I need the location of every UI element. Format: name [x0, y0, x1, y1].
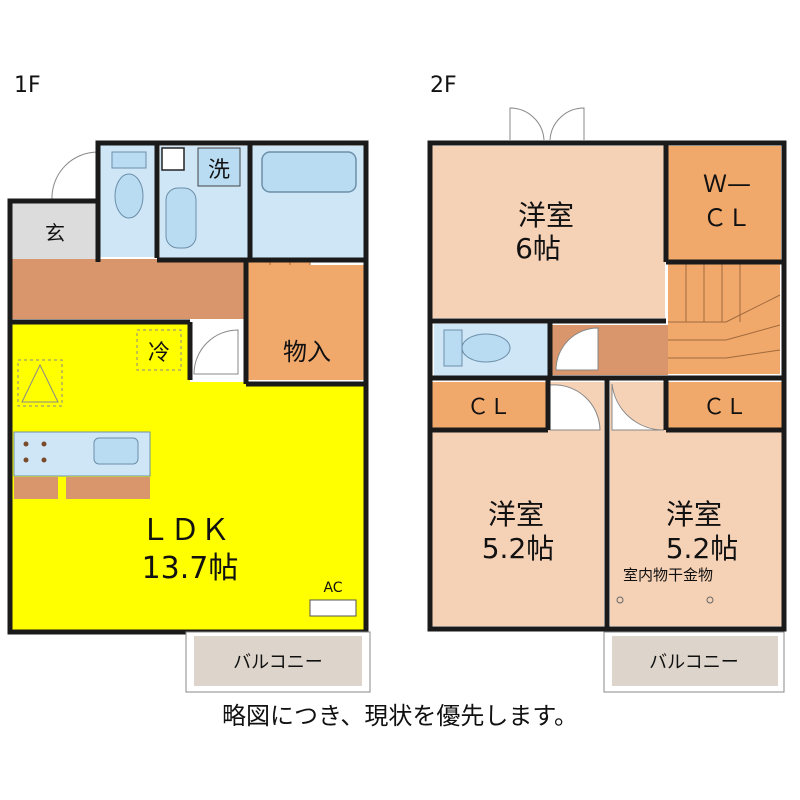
walk-in-closet [667, 146, 781, 260]
ldk-size-label: 13.7帖 [142, 551, 239, 586]
pipe-shaft [161, 147, 185, 171]
western-room-6-name: 洋室 [518, 199, 574, 232]
closet-left-label: ＣＬ [467, 395, 511, 420]
floor-label-1f: 1F [14, 73, 41, 98]
walk-in-closet-line1: Ｗ— [703, 170, 751, 198]
fridge-label: 冷 [148, 341, 170, 366]
balcony-1f [194, 636, 362, 686]
hallway-1f [12, 259, 248, 319]
western-room-right-door [611, 383, 665, 431]
storage-label: 物入 [283, 338, 331, 366]
toilet-icon [111, 151, 147, 219]
balcony-doors-2f [509, 107, 585, 141]
ldk-room [12, 322, 366, 630]
western-room-right-size: 5.2帖 [666, 532, 739, 565]
kitchen-shelf-right [66, 477, 150, 499]
entrance-door [51, 151, 99, 201]
floor-label-2f: 2F [430, 73, 457, 98]
stairs-2f [668, 262, 781, 374]
ac-label: AC [323, 580, 342, 596]
ldk-door-swing [193, 329, 239, 375]
western-room-6 [432, 146, 665, 318]
balcony-1f-label: バルコニー [233, 652, 323, 673]
kitchen-shelf-left [14, 477, 58, 499]
entrance-label: 玄 [45, 221, 65, 245]
western-room-left [432, 382, 604, 626]
western-room-left-door [549, 384, 601, 431]
washer-space [197, 147, 241, 187]
balcony-2f [612, 636, 778, 686]
laundry-label: 洗 [208, 158, 230, 183]
storage-closet [248, 265, 366, 380]
western-room-left-name: 洋室 [488, 498, 544, 531]
western-room-right [610, 382, 782, 626]
drying-hook-icon [616, 596, 624, 604]
closet-right [668, 382, 782, 428]
balcony-2f-label: バルコニー [649, 652, 739, 673]
ac-unit-icon [309, 599, 357, 617]
toilet-2f-door-swing [555, 327, 599, 371]
vanity-sink-icon [165, 187, 197, 249]
western-room-right-name: 洋室 [666, 498, 722, 531]
western-room-6-size: 6帖 [515, 232, 561, 265]
walk-in-closet-line2: ＣＬ [703, 204, 751, 232]
stove-icon [23, 441, 47, 463]
kitchen-sink-icon [93, 437, 139, 465]
western-room-left-size: 5.2帖 [482, 532, 555, 565]
ldk-name-label: ＬＤＫ [140, 513, 230, 548]
indoor-drying-label: 室内物干金物 [623, 566, 713, 584]
disclaimer-note: 略図につき、現状を優先します。 [222, 702, 578, 730]
walls-2f [427, 140, 787, 632]
entrance [12, 203, 98, 259]
closet-right-label: ＣＬ [703, 395, 747, 420]
drying-hook-icon [706, 596, 714, 604]
pantry-icon [17, 359, 63, 407]
walls-1f [7, 140, 369, 635]
closet-left [432, 382, 546, 428]
toilet-icon [443, 329, 511, 367]
bathtub-icon [261, 151, 357, 193]
